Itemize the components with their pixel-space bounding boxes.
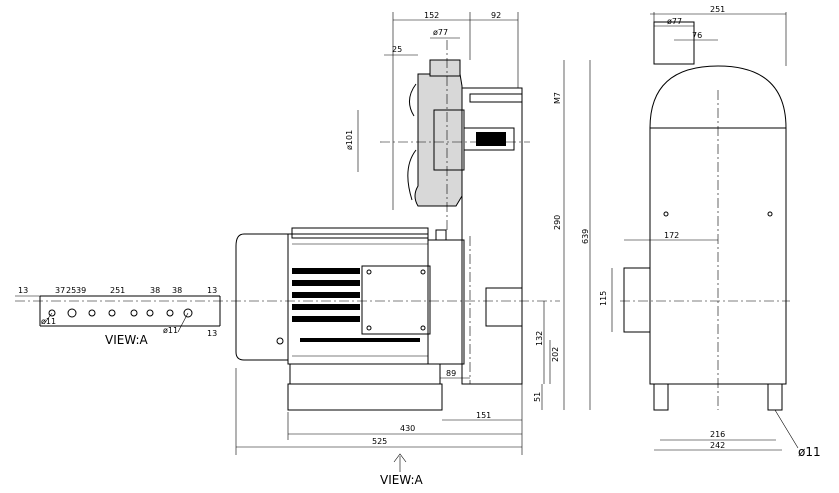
dim-m7: M7 — [553, 92, 562, 104]
view-a-hole — [67, 308, 77, 318]
motor-foot-stripe — [300, 338, 420, 342]
motor-flange — [427, 239, 465, 365]
inlet-nozzle — [429, 59, 461, 77]
front-dimensions: 152 92 ø77 25 ø101 M7 290 639 132 202 51… — [235, 11, 591, 487]
dim-151: 151 — [476, 411, 491, 420]
dim-25: 25 — [392, 45, 402, 54]
motor-fan-cover — [235, 233, 289, 361]
motor-fin-stripe — [292, 292, 360, 298]
view-a-hole — [88, 309, 96, 317]
dim-639: 639 — [581, 229, 590, 244]
view-a-dim-13c: 13 — [207, 329, 217, 338]
dim-92: 92 — [491, 11, 501, 20]
frame-top — [469, 93, 523, 103]
view-a-dim-38b: 38 — [172, 286, 182, 295]
view-a-dim-38a: 38 — [150, 286, 160, 295]
side-volute-dome — [649, 65, 787, 129]
dim-phi101: ø101 — [345, 130, 354, 150]
coupling-guard — [485, 287, 523, 327]
view-a-label-bottom: VIEW:A — [380, 473, 424, 487]
dim-side-242: 242 — [710, 441, 725, 450]
view-a-dim-13b: 13 — [207, 286, 217, 295]
motor — [235, 227, 465, 411]
dim-side-216: 216 — [710, 430, 725, 439]
terminal-screw — [420, 325, 426, 331]
dim-phi77-front: ø77 — [433, 28, 448, 37]
dim-525: 525 — [372, 437, 387, 446]
terminal-screw — [420, 269, 426, 275]
dim-side-251: 251 — [710, 5, 725, 14]
view-a-dim-phi11b: ø11 — [163, 326, 178, 335]
motor-top-fins — [291, 227, 429, 239]
base-plate — [287, 383, 443, 411]
terminal-screw — [366, 269, 372, 275]
view-a-hole — [146, 309, 154, 317]
motor-body — [287, 233, 429, 365]
dim-152: 152 — [424, 11, 439, 20]
view-a-dim-37: 37 — [55, 286, 65, 295]
view-a-dim-phi11a: ø11 — [41, 317, 56, 326]
side-bolt — [767, 211, 773, 217]
terminal-screw — [366, 325, 372, 331]
view-a-hole — [130, 309, 138, 317]
dim-202: 202 — [551, 347, 560, 362]
motor-feet — [289, 363, 441, 385]
impeller-blades — [407, 83, 417, 201]
view-a-hole — [183, 308, 193, 318]
dim-172: 172 — [664, 231, 679, 240]
view-a-dim-39: 39 — [76, 286, 86, 295]
blower-section — [380, 40, 530, 385]
volute-casing — [414, 73, 463, 207]
view-a-leader — [177, 312, 189, 333]
blower-frame — [461, 87, 523, 385]
dim-89: 89 — [446, 369, 456, 378]
side-foot-left — [653, 383, 669, 411]
side-inlet — [623, 267, 651, 333]
motor-fin-stripe — [292, 280, 360, 286]
view-a-dim-13a: 13 — [18, 286, 28, 295]
view-a-dim-25: 25 — [66, 286, 76, 295]
side-bolt — [663, 211, 669, 217]
view-a-dim-251: 251 — [110, 286, 125, 295]
side-foot-right — [767, 383, 783, 411]
dim-290: 290 — [553, 215, 562, 230]
view-a-hole — [166, 309, 174, 317]
shaft-housing — [463, 127, 515, 151]
dim-side-phi77: ø77 — [667, 17, 682, 26]
dim-51: 51 — [533, 392, 542, 402]
dim-430: 430 — [400, 424, 415, 433]
dim-115: 115 — [599, 291, 608, 306]
view-a-label-left: VIEW:A — [105, 333, 149, 347]
view-a-hole — [48, 309, 56, 317]
dim-side-76: 76 — [692, 31, 702, 40]
motor-bolt — [276, 337, 284, 345]
side-view: 115 172 251 ø77 76 216 242 ø11 — [599, 5, 821, 459]
dim-132: 132 — [535, 331, 544, 346]
motor-fin-stripe — [292, 316, 360, 322]
lifting-lug — [435, 229, 447, 241]
view-a-leader — [43, 312, 53, 325]
motor-fin-stripe — [292, 304, 360, 310]
view-a-detail: 13 37 25 39 251 38 38 13 13 ø11 ø11 VIEW… — [15, 286, 560, 347]
view-a-arrow-head — [393, 453, 407, 463]
side-outlet-duct — [653, 21, 695, 65]
shaft-coupling — [476, 132, 506, 146]
dim-side-phi11: ø11 — [798, 445, 821, 459]
side-leader — [774, 409, 799, 449]
view-a-hole — [108, 309, 116, 317]
motor-fin-stripe — [292, 268, 360, 274]
terminal-box — [361, 265, 431, 335]
